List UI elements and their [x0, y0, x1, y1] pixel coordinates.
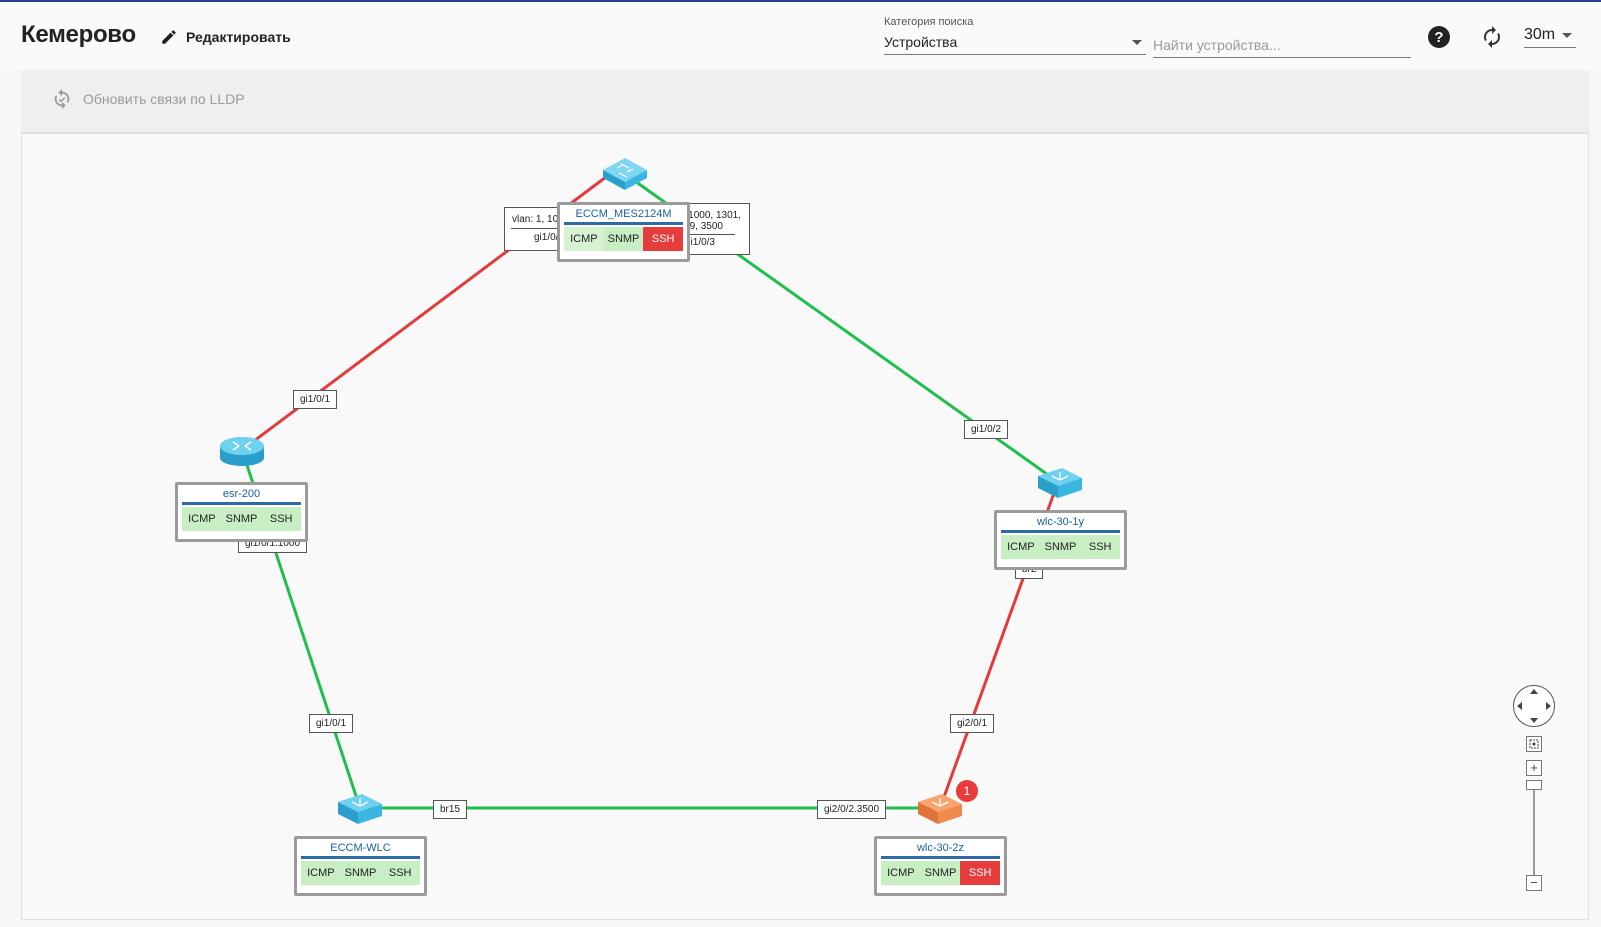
protocol-snmp: SNMP [603, 227, 644, 251]
toolbar: Обновить связи по LLDP [21, 70, 1589, 133]
pencil-icon [162, 30, 176, 44]
refresh-icon [1484, 26, 1500, 48]
zoom-slider-handle[interactable] [1526, 780, 1542, 790]
page-title: Кемерово [21, 21, 136, 48]
protocol-row: ICMP SNMP SSH [182, 507, 302, 531]
device-divider [1001, 530, 1120, 533]
device-card-mes[interactable]: ECCM_MES2124M ICMP SNMP SSH [557, 202, 690, 262]
protocol-snmp: SNMP [1040, 535, 1081, 559]
fit-view-button[interactable] [1526, 736, 1542, 752]
protocol-snmp: SNMP [221, 507, 262, 531]
protocol-ssh: SSH [643, 227, 684, 251]
device-divider [881, 856, 1000, 859]
mes-right-port-text: gi1/0/3 [684, 237, 715, 248]
search-category-label: Категория поиска [884, 16, 974, 28]
edit-button-label: Редактировать [186, 29, 291, 45]
device-card-wlc-30-1y[interactable]: wlc-30-1y ICMP SNMP SSH [994, 510, 1127, 570]
zoom-in-button[interactable]: + [1526, 760, 1542, 776]
refresh-interval-value: 30m [1524, 26, 1556, 43]
protocol-icmp: ICMP [564, 227, 604, 251]
fit-view-icon [1529, 739, 1539, 749]
protocol-row: ICMP SNMP SSH [301, 861, 421, 885]
device-divider [564, 222, 683, 225]
chevron-down-icon [1132, 39, 1142, 45]
pan-control[interactable] [1513, 685, 1555, 727]
device-name[interactable]: ECCM_MES2124M [575, 208, 672, 220]
pan-arrows-icon [1517, 689, 1551, 723]
page-header: Кемерово Редактировать Категория поиска … [0, 2, 1601, 70]
port-label: gi1/0/1 [309, 714, 354, 733]
protocol-ssh: SSH [960, 861, 1001, 885]
port-label: gi1/0/1 [293, 390, 338, 409]
protocol-ssh: SSH [380, 861, 421, 885]
protocol-row: ICMP SNMP SSH [564, 227, 684, 251]
help-button[interactable]: ? [1428, 26, 1450, 48]
port-label: gi2/0/1 [950, 714, 995, 733]
protocol-icmp: ICMP [881, 861, 921, 885]
port-label: gi2/0/2.3500 [817, 800, 887, 819]
protocol-row: ICMP SNMP SSH [881, 861, 1001, 885]
search-input[interactable] [1153, 33, 1411, 58]
mes-left-vlan-text: vlan: 1, 1000, 35 [512, 214, 586, 225]
protocol-snmp: SNMP [920, 861, 961, 885]
lldp-refresh-button[interactable]: Обновить связи по LLDP [51, 88, 245, 110]
chevron-down-icon [1562, 32, 1572, 38]
protocol-snmp: SNMP [340, 861, 381, 885]
zoom-slider[interactable] [1533, 780, 1535, 880]
port-label: br15 [433, 800, 468, 819]
search-category: Категория поиска Устройства [884, 16, 1146, 55]
device-divider [182, 502, 301, 505]
device-card-eccm-wlc[interactable]: ECCM-WLC ICMP SNMP SSH [294, 836, 427, 896]
device-name[interactable]: wlc-30-2z [916, 842, 965, 854]
mes-right-vlan-text-2: 1309, 3500 [672, 221, 723, 232]
protocol-row: ICMP SNMP SSH [1001, 535, 1121, 559]
sync-icon [54, 88, 70, 110]
alarm-badge[interactable]: 1 [956, 780, 978, 802]
protocol-icmp: ICMP [1001, 535, 1041, 559]
map-zoom-control: + − [1513, 685, 1557, 895]
device-name[interactable]: esr-200 [222, 488, 261, 500]
lldp-refresh-label: Обновить связи по LLDP [83, 91, 245, 107]
protocol-icmp: ICMP [301, 861, 341, 885]
device-divider [301, 856, 420, 859]
edit-button[interactable]: Редактировать [160, 25, 291, 49]
mes-left-port-text: gi1/0/1 [533, 232, 565, 243]
protocol-icmp: ICMP [182, 507, 222, 531]
mes-right-vlan-text: vlan: 1, 1000, 1301, [653, 210, 741, 221]
protocol-ssh: SSH [261, 507, 302, 531]
search-category-select[interactable]: Устройства [884, 30, 1146, 55]
refresh-interval-select[interactable]: 30m [1524, 23, 1576, 48]
device-card-wlc-30-2z[interactable]: wlc-30-2z ICMP SNMP SSH [874, 836, 1007, 896]
port-label: gi1/0/2 [964, 420, 1009, 439]
refresh-button[interactable] [1480, 25, 1504, 49]
device-name[interactable]: ECCM-WLC [330, 842, 391, 854]
protocol-ssh: SSH [1080, 535, 1121, 559]
device-name[interactable]: wlc-30-1y [1036, 516, 1085, 528]
search-category-value: Устройства [884, 34, 958, 50]
zoom-out-button[interactable]: − [1526, 875, 1542, 891]
device-card-esr[interactable]: esr-200 ICMP SNMP SSH [175, 482, 308, 542]
